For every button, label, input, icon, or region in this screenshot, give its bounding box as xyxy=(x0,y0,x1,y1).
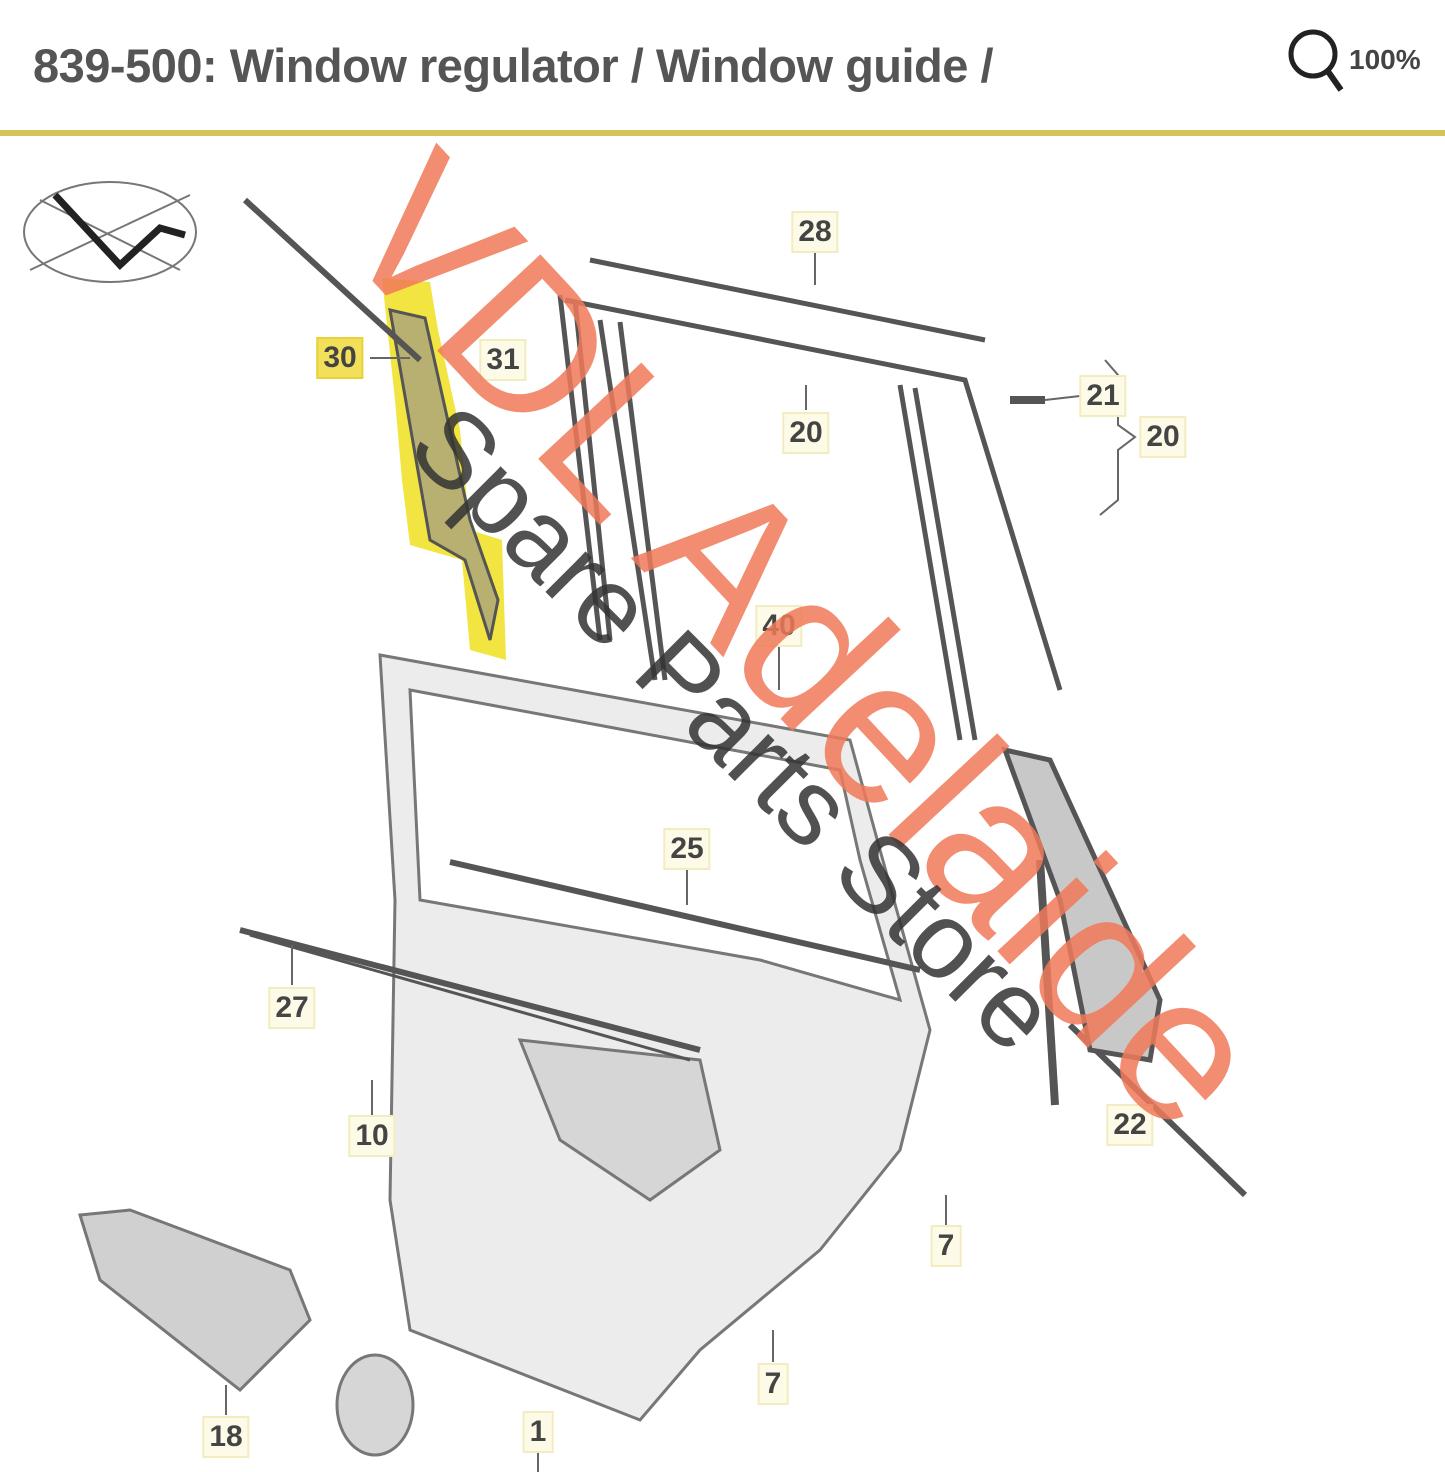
callout-7-lower[interactable]: 7 xyxy=(757,1363,789,1405)
callout-22[interactable]: 22 xyxy=(1106,1104,1154,1146)
orientation-icon xyxy=(23,181,197,283)
callout-10[interactable]: 10 xyxy=(348,1115,396,1157)
part-30 xyxy=(388,308,500,641)
callout-1[interactable]: 1 xyxy=(522,1411,554,1453)
callout-31[interactable]: 31 xyxy=(479,339,527,381)
diagram-drawing xyxy=(23,181,1248,1472)
callout-28[interactable]: 28 xyxy=(791,211,839,253)
callout-20-assembly[interactable]: 20 xyxy=(1139,416,1187,458)
callout-21[interactable]: 21 xyxy=(1079,375,1127,417)
callout-7[interactable]: 7 xyxy=(930,1225,962,1267)
header: 839-500: Window regulator / Window guide… xyxy=(0,0,1445,132)
parts-diagram: 28 30 31 21 20 20 40 25 27 10 22 7 7 18 … xyxy=(0,136,1445,1472)
page-title: 839-500: Window regulator / Window guide… xyxy=(33,39,994,92)
callout-20[interactable]: 20 xyxy=(782,412,830,454)
zoom-button[interactable]: 100% xyxy=(1283,26,1443,96)
magnifier-icon xyxy=(1288,29,1344,92)
callout-30[interactable]: 30 xyxy=(316,337,364,379)
header-divider xyxy=(0,130,1445,136)
zoom-level: 100% xyxy=(1349,44,1421,75)
callout-25[interactable]: 25 xyxy=(663,828,711,870)
callout-18[interactable]: 18 xyxy=(202,1416,250,1458)
callout-27[interactable]: 27 xyxy=(268,987,316,1029)
callout-40[interactable]: 40 xyxy=(755,605,803,647)
